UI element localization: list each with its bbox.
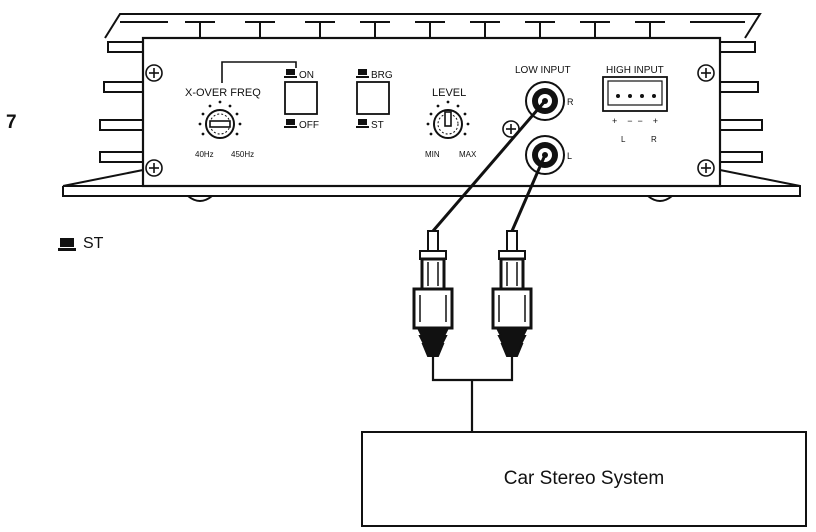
xover-bracket-line (221, 61, 297, 83)
high-input-l-label: L (621, 135, 626, 144)
car-stereo-system-label: Car Stereo System (503, 468, 665, 489)
screw-top-left-icon (145, 64, 163, 82)
car-stereo-system-box: Car Stereo System (361, 431, 807, 527)
brg-st-switch[interactable] (356, 81, 390, 115)
level-knob[interactable] (426, 100, 470, 139)
figure-number: 7 (6, 112, 17, 133)
high-input-label: HIGH INPUT (606, 65, 664, 76)
xover-on-off-switch[interactable] (284, 81, 318, 115)
high-input-terminals-label: + − − + (612, 116, 658, 126)
low-input-label: LOW INPUT (515, 65, 571, 76)
switch-on-label: ON (299, 70, 314, 81)
rca-plug-left (412, 230, 454, 357)
amplifier-base (62, 169, 801, 202)
xover-min-label: 40Hz (195, 150, 214, 159)
y-cable-line (431, 356, 514, 431)
xover-max-label: 450Hz (231, 150, 254, 159)
screw-bottom-left-icon (145, 159, 163, 177)
brg-indicator-icon (356, 69, 369, 78)
heatsink-top (104, 13, 762, 39)
xover-knob-ticks-icon (198, 100, 242, 136)
mode-brg-label: BRG (371, 70, 393, 81)
st-indicator-icon (356, 119, 369, 128)
level-min-label: MIN (425, 150, 440, 159)
rca-cable-lines (431, 100, 547, 232)
jack-l-label: L (567, 151, 572, 161)
pressed-button-icon (58, 237, 76, 251)
level-label: LEVEL (432, 87, 466, 99)
level-max-label: MAX (459, 150, 477, 159)
on-indicator-icon (284, 69, 297, 78)
legend-text: ST (83, 235, 104, 252)
screw-bottom-right-icon (697, 159, 715, 177)
high-input-terminal[interactable] (602, 76, 668, 112)
xover-knob[interactable] (198, 100, 242, 139)
level-knob-ticks-icon (426, 100, 470, 136)
heatsink-left-fins (99, 41, 143, 163)
screw-top-right-icon (697, 64, 715, 82)
legend: ST (58, 235, 103, 253)
off-indicator-icon (284, 119, 297, 128)
jack-r-label: R (567, 97, 574, 107)
mode-st-label: ST (371, 120, 384, 131)
amplifier-front-panel (141, 36, 722, 188)
switch-off-label: OFF (299, 120, 319, 131)
high-input-r-label: R (651, 135, 657, 144)
heatsink-right-fins (720, 41, 763, 163)
xover-label: X-OVER FREQ (185, 87, 261, 99)
rca-plug-right (491, 230, 533, 357)
